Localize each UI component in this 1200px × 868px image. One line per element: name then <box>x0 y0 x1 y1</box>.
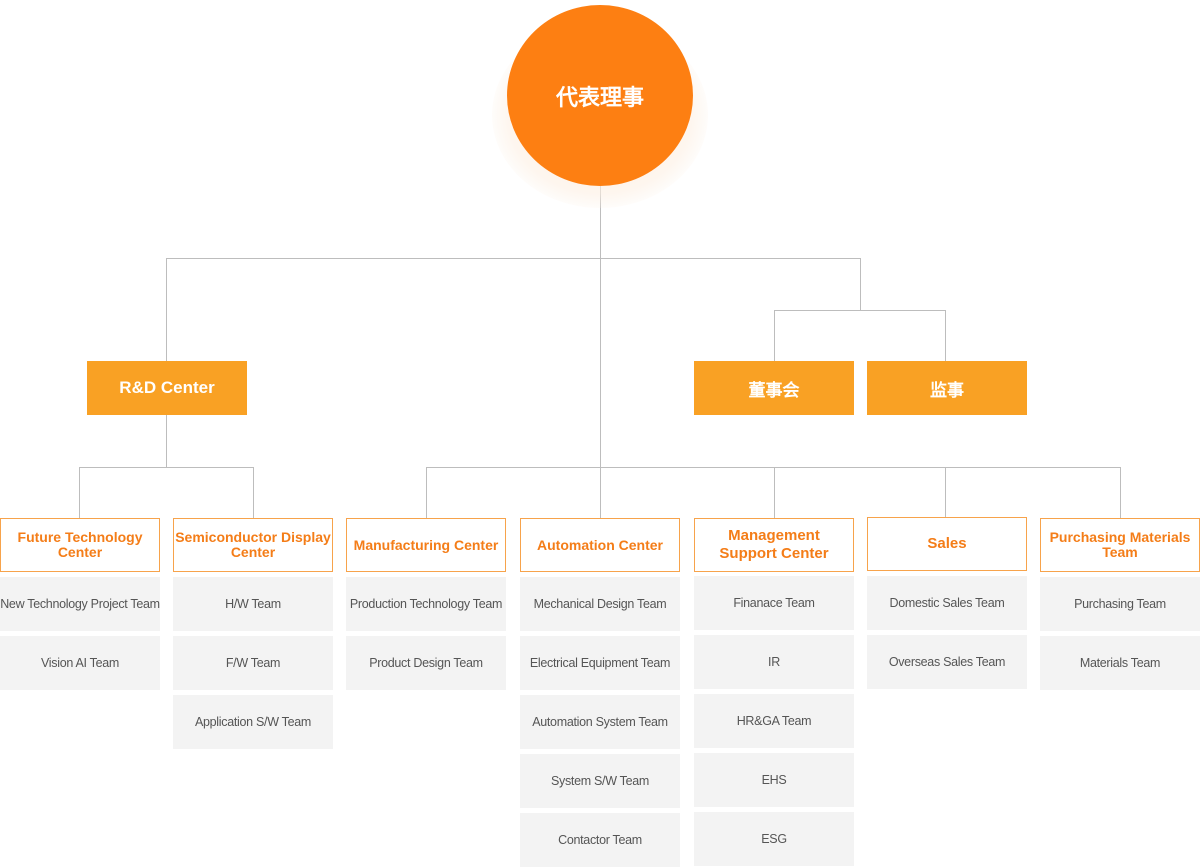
dept-label-line1: Future Technology <box>17 529 143 545</box>
team-label: Mechanical Design Team <box>533 597 667 611</box>
dept-label-line1: Management <box>728 527 820 544</box>
team-box: Product Design Team <box>346 636 506 690</box>
dept-label-line1: Purchasing Materials <box>1049 529 1191 545</box>
team-label: Purchasing Team <box>1074 597 1166 611</box>
team-box: Application S/W Team <box>173 695 333 749</box>
team-label: Electrical Equipment Team <box>529 656 671 670</box>
team-box: Finanace Team <box>694 576 854 630</box>
team-box: Mechanical Design Team <box>520 577 680 631</box>
dept-label-line1: Semiconductor Display <box>175 529 331 545</box>
dept-label-line2: Support Center <box>719 545 829 562</box>
board-node: 董事会 <box>694 361 854 415</box>
dept-management-support: Management Support Center <box>694 518 854 572</box>
team-label: EHS <box>761 773 787 787</box>
team-label: HR&GA Team <box>736 714 812 728</box>
dept-semiconductor-display: Semiconductor Display Center <box>173 518 333 572</box>
rd-center-label: R&D Center <box>119 378 215 397</box>
team-box: ESG <box>694 812 854 866</box>
dept-purchasing-materials: Purchasing Materials Team <box>1040 518 1200 572</box>
team-box: H/W Team <box>173 577 333 631</box>
team-box: Overseas Sales Team <box>867 635 1027 689</box>
team-box: HR&GA Team <box>694 694 854 748</box>
dept-manufacturing: Manufacturing Center <box>346 518 506 572</box>
team-label: Materials Team <box>1079 656 1161 670</box>
team-box: F/W Team <box>173 636 333 690</box>
team-box: Production Technology Team <box>346 577 506 631</box>
dept-label-line1: Manufacturing Center <box>353 536 499 553</box>
team-box: Materials Team <box>1040 636 1200 690</box>
dept-label-line2: Center <box>57 544 103 560</box>
team-label: Contactor Team <box>558 833 642 847</box>
dept-future-technology: Future Technology Center <box>0 518 160 572</box>
team-box: Vision AI Team <box>0 636 160 690</box>
rd-center-node: R&D Center <box>87 361 247 415</box>
team-box: Contactor Team <box>520 813 680 867</box>
team-label: ESG <box>761 832 787 846</box>
team-label: Overseas Sales Team <box>888 655 1006 669</box>
team-box: Automation System Team <box>520 695 680 749</box>
team-box: New Technology Project Team <box>0 577 160 631</box>
team-label: F/W Team <box>225 656 281 670</box>
team-box: Purchasing Team <box>1040 577 1200 631</box>
team-label: Finanace Team <box>733 596 815 610</box>
team-label: IR <box>768 655 780 669</box>
dept-automation: Automation Center <box>520 518 680 572</box>
team-label: Production Technology Team <box>349 597 503 611</box>
dept-label-line2: Team <box>1102 544 1138 560</box>
dept-label-line1: Sales <box>927 535 967 552</box>
team-label: Product Design Team <box>369 656 483 670</box>
board-label: 董事会 <box>748 380 800 400</box>
dept-label-line2: Center <box>230 544 276 560</box>
team-box: EHS <box>694 753 854 807</box>
dept-label-line1: Automation Center <box>537 536 663 553</box>
team-box: System S/W Team <box>520 754 680 808</box>
team-box: Domestic Sales Team <box>867 576 1027 630</box>
team-label: Vision AI Team <box>40 656 120 670</box>
team-box: IR <box>694 635 854 689</box>
team-label: Application S/W Team <box>194 715 312 729</box>
auditor-label: 监事 <box>930 380 964 400</box>
team-box: Electrical Equipment Team <box>520 636 680 690</box>
team-label: Domestic Sales Team <box>889 596 1005 610</box>
team-label: System S/W Team <box>550 774 650 788</box>
ceo-label: 代表理事 <box>555 84 644 110</box>
team-label: New Technology Project Team <box>0 597 160 611</box>
auditor-node: 监事 <box>867 361 1027 415</box>
dept-sales: Sales <box>867 517 1027 571</box>
team-label: H/W Team <box>225 597 281 611</box>
ceo-node: 代表理事 <box>507 5 693 186</box>
team-label: Automation System Team <box>532 715 668 729</box>
